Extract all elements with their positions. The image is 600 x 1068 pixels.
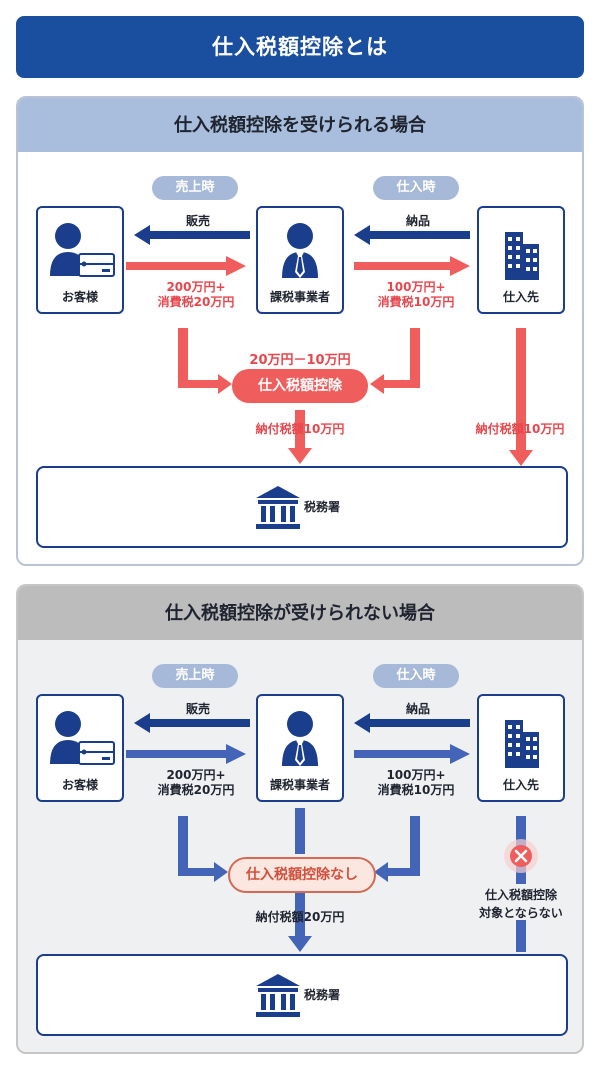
left-amount-2: 消費税20万円 (157, 783, 235, 797)
deduction-badge: 仕入税額控除 (232, 369, 368, 403)
supplier-label: 仕入先 (502, 778, 539, 792)
business-label: 課税事業者 (269, 778, 330, 792)
supplier-box: 仕入先 (477, 206, 565, 314)
business-label: 課税事業者 (269, 290, 330, 304)
delivery-label: 納品 (405, 214, 430, 228)
arrows-horizontal (126, 225, 470, 276)
business-box: 課税事業者 (256, 694, 344, 802)
left-amount-1: 200万円+ (166, 280, 226, 294)
left-amount-1: 200万円+ (166, 768, 226, 782)
businessman-icon (282, 711, 318, 766)
no-deduction-badge: 仕入税額控除なし (228, 857, 376, 893)
tax-office-icon (256, 486, 300, 529)
businessman-icon (282, 223, 318, 278)
panel-heading: 仕入税額控除が受けられない場合 (18, 586, 582, 640)
customer-label: お客様 (61, 290, 98, 304)
tax-office-icon (256, 974, 300, 1017)
pay-center: 納付税額20万円 (255, 910, 345, 924)
tax-office-box: 税務署 (36, 466, 568, 548)
panel-deduction-allowed: 仕入税額控除を受けられる場合 売上時 仕入時 お客様 課税事業者 (16, 96, 584, 566)
right-amount-2: 消費税10万円 (377, 783, 455, 797)
pill-purchase-time: 仕入時 (373, 176, 459, 200)
building-icon (505, 232, 539, 280)
panel-heading: 仕入税額控除を受けられる場合 (18, 98, 582, 152)
pay-right: 納付税額10万円 (475, 422, 565, 436)
tax-office-box: 税務署 (36, 954, 568, 1036)
delivery-label: 納品 (405, 702, 430, 716)
card-icon (78, 741, 115, 765)
supplier-label: 仕入先 (502, 290, 539, 304)
business-box: 課税事業者 (256, 206, 344, 314)
x-mark-icon (504, 839, 538, 873)
page-title: 仕入税額控除とは (16, 16, 584, 78)
not-eligible-line1: 仕入税額控除 (484, 888, 557, 902)
tax-office-label: 税務署 (304, 988, 341, 1002)
card-icon (78, 253, 115, 277)
customer-box: お客様 (36, 694, 124, 802)
customer-box: お客様 (36, 206, 124, 314)
left-amount-2: 消費税20万円 (157, 295, 235, 309)
pill-purchase-time: 仕入時 (373, 664, 459, 688)
pill-sales-time: 売上時 (152, 664, 238, 688)
sales-label: 販売 (185, 702, 210, 716)
right-amount-1: 100万円+ (386, 280, 446, 294)
arrows-horizontal (126, 713, 470, 764)
right-amount-2: 消費税10万円 (377, 295, 455, 309)
pay-center: 納付税額10万円 (255, 422, 345, 436)
person-icon (50, 223, 86, 276)
sales-label: 販売 (185, 214, 210, 228)
calc-text: 20万円－10万円 (249, 353, 351, 368)
tax-office-label: 税務署 (304, 500, 341, 514)
customer-label: お客様 (61, 778, 98, 792)
pill-sales-time: 売上時 (152, 176, 238, 200)
panel-deduction-not-allowed: 仕入税額控除が受けられない場合 売上時 仕入時 お客様 課税事業者 (16, 584, 584, 1054)
building-icon (505, 720, 539, 768)
person-icon (50, 711, 86, 764)
right-amount-1: 100万円+ (386, 768, 446, 782)
arrows-flow (178, 328, 533, 466)
not-eligible-line2: 対象とならない (479, 906, 563, 920)
supplier-box: 仕入先 (477, 694, 565, 802)
not-eligible-bg (474, 884, 574, 920)
